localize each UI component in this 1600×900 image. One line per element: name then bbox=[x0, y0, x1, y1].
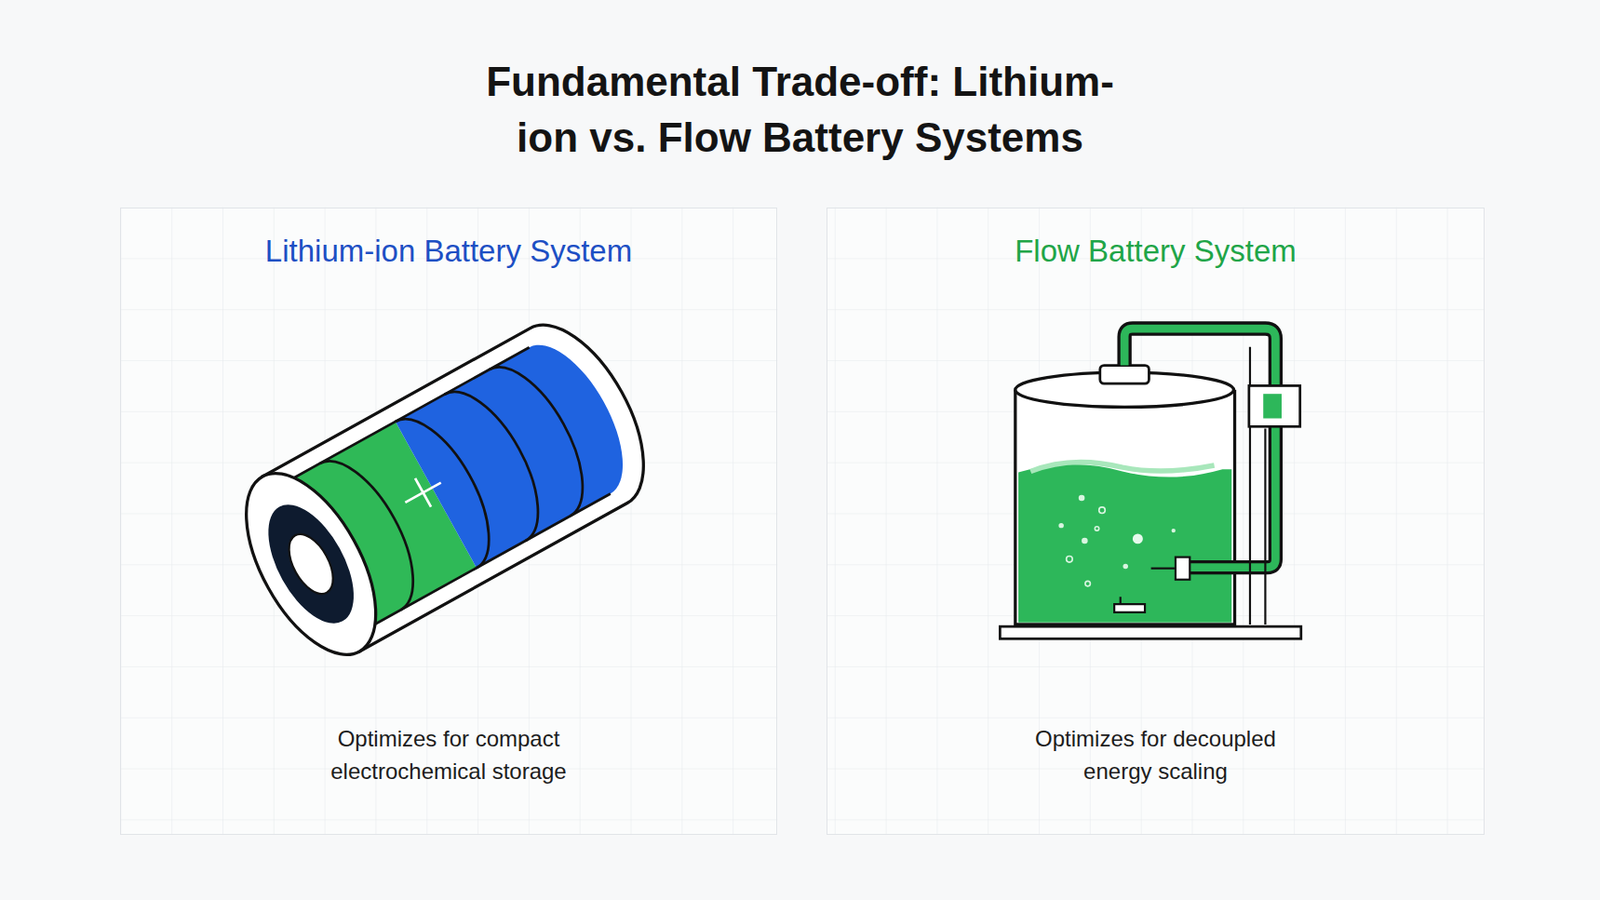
battery-cell bbox=[219, 304, 671, 675]
panel-box: Lithium-ion Battery SystemOptimizes for … bbox=[120, 207, 778, 835]
panel-caption: Optimizes for compact electrochemical st… bbox=[299, 722, 598, 788]
panel-box: Flow Battery SystemOptimizes for decoupl… bbox=[826, 207, 1485, 835]
panel-heading: Flow Battery System bbox=[827, 232, 1484, 270]
electrolyte-tank bbox=[999, 328, 1301, 639]
panel-grid bbox=[120, 207, 778, 835]
panel-heading: Lithium-ion Battery System bbox=[121, 232, 777, 270]
panel-caption: Optimizes for decoupled energy scaling bbox=[1007, 722, 1305, 788]
panel-ground bbox=[826, 207, 1485, 835]
diagram-title: Fundamental Trade-off: Lithium-ion vs. F… bbox=[335, 53, 1266, 166]
panel-grid bbox=[826, 207, 1485, 835]
panel-ground bbox=[120, 207, 778, 835]
